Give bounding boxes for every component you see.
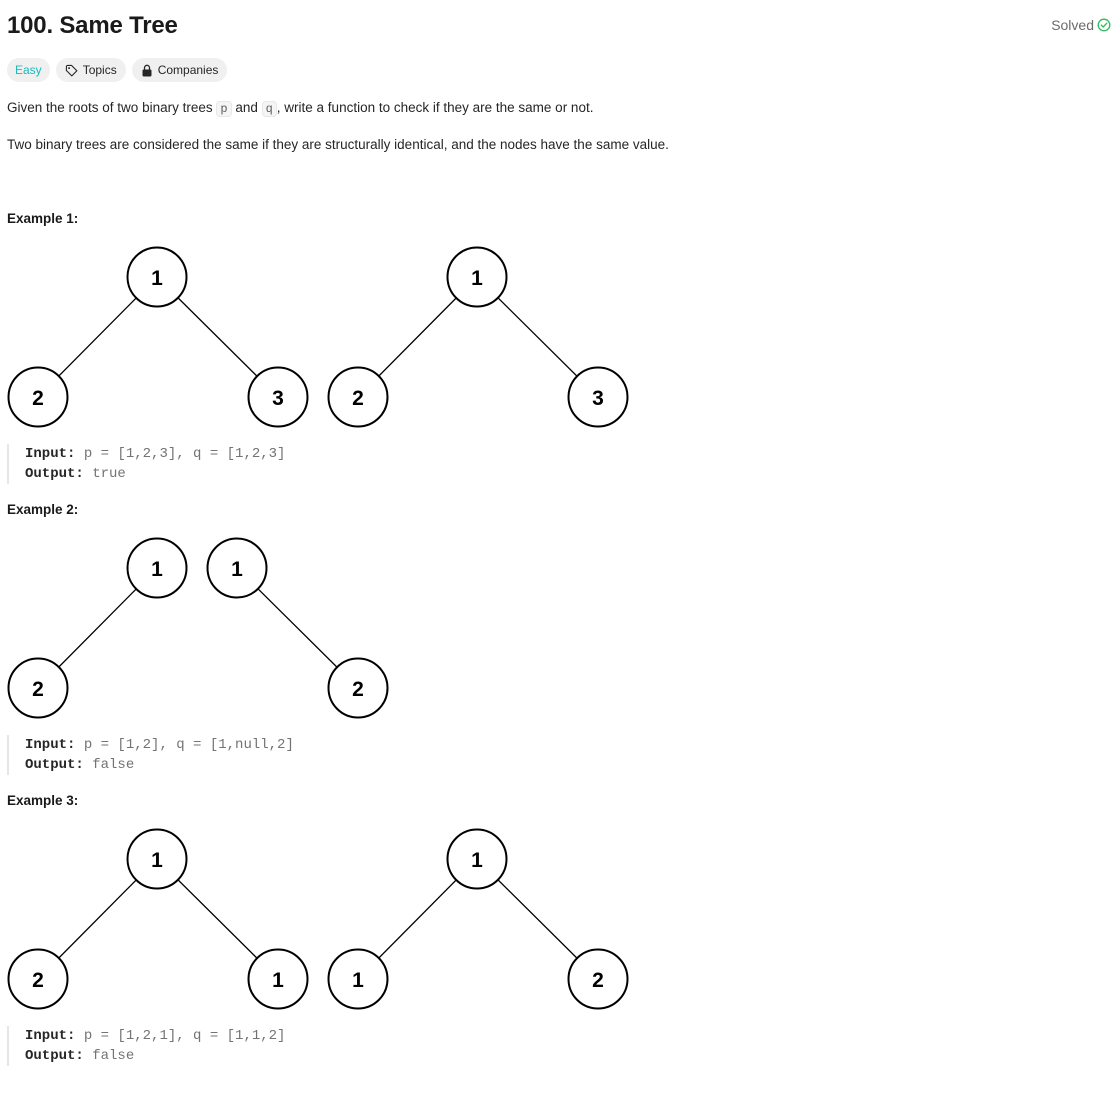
- topics-button[interactable]: Topics: [55, 58, 126, 82]
- example-1-heading: Example 1:: [7, 211, 79, 226]
- example-1-io: Input: p = [1,2,3], q = [1,2,3] Output: …: [7, 444, 285, 484]
- companies-button[interactable]: Companies: [131, 58, 228, 82]
- example-2-io: Input: p = [1,2], q = [1,null,2] Output:…: [7, 735, 294, 775]
- difficulty-label: Easy: [15, 63, 42, 77]
- node-value: 1: [231, 558, 243, 581]
- description-paragraph-2: Two binary trees are considered the same…: [7, 137, 669, 152]
- lock-icon: [141, 64, 153, 77]
- solved-status: Solved: [1051, 17, 1111, 33]
- example-2-heading: Example 2:: [7, 502, 79, 517]
- node-value: 2: [592, 969, 604, 992]
- input-label: Input:: [25, 446, 76, 462]
- solved-label: Solved: [1051, 17, 1094, 33]
- output-label: Output:: [25, 757, 84, 773]
- tree-node: 1: [446, 246, 508, 308]
- output-label: Output:: [25, 1048, 84, 1064]
- node-value: 1: [151, 267, 163, 290]
- input-value: p = [1,2], q = [1,null,2]: [83, 737, 294, 753]
- example-3-heading: Example 3:: [7, 793, 79, 808]
- example-1-tree-diagram: 1 2 3 1 2 3: [7, 246, 629, 428]
- node-value: 2: [32, 969, 44, 992]
- node-value: 2: [32, 678, 44, 701]
- output-value: false: [92, 1048, 135, 1064]
- input-label: Input:: [25, 1028, 76, 1044]
- output-value: true: [92, 466, 126, 482]
- node-value: 2: [32, 387, 44, 410]
- node-value: 1: [471, 267, 483, 290]
- check-circle-icon: [1097, 18, 1111, 32]
- tree-node: 3: [247, 366, 309, 428]
- tree-node: 1: [126, 246, 188, 308]
- topics-label: Topics: [82, 63, 117, 77]
- node-value: 3: [272, 387, 284, 410]
- node-value: 1: [151, 849, 163, 872]
- node-value: 2: [352, 387, 364, 410]
- difficulty-badge: Easy: [7, 58, 50, 82]
- node-value: 1: [471, 849, 483, 872]
- tree-node: 2: [7, 948, 69, 1010]
- tree-node: 2: [327, 366, 389, 428]
- tree-node: 1: [126, 537, 188, 599]
- example-3-tree-diagram: 1 2 1 1 1 2: [7, 828, 629, 1010]
- inline-code-q: q: [261, 101, 277, 117]
- tree-node: 2: [567, 948, 629, 1010]
- node-value: 1: [352, 969, 364, 992]
- example-2-tree-diagram: 1 2 1 2: [7, 537, 389, 719]
- node-value: 1: [272, 969, 284, 992]
- tree-node: 1: [446, 828, 508, 890]
- example-3-io: Input: p = [1,2,1], q = [1,1,2] Output: …: [7, 1026, 285, 1066]
- output-label: Output:: [25, 466, 84, 482]
- tree-node: 1: [327, 948, 389, 1010]
- description-text: Given the roots of two binary trees: [7, 100, 217, 115]
- input-value: p = [1,2,1], q = [1,1,2]: [83, 1028, 286, 1044]
- node-value: 3: [592, 387, 604, 410]
- description-text: and: [231, 100, 262, 115]
- node-value: 2: [352, 678, 364, 701]
- tree-node: 1: [206, 537, 268, 599]
- tree-node: 1: [126, 828, 188, 890]
- tree-node: 1: [247, 948, 309, 1010]
- description-paragraph-1: Given the roots of two binary trees p an…: [7, 100, 594, 117]
- tree-node: 3: [567, 366, 629, 428]
- problem-tags: Easy Topics Companies: [7, 58, 228, 82]
- companies-label: Companies: [157, 63, 219, 77]
- node-value: 1: [151, 558, 163, 581]
- output-value: false: [92, 757, 135, 773]
- input-label: Input:: [25, 737, 76, 753]
- tree-node: 2: [7, 657, 69, 719]
- inline-code-p: p: [216, 101, 232, 117]
- tree-node: 2: [327, 657, 389, 719]
- problem-title: 100. Same Tree: [7, 12, 178, 39]
- description-text: , write a function to check if they are …: [276, 100, 594, 115]
- tree-node: 2: [7, 366, 69, 428]
- input-value: p = [1,2,3], q = [1,2,3]: [83, 446, 286, 462]
- tag-icon: [65, 64, 78, 77]
